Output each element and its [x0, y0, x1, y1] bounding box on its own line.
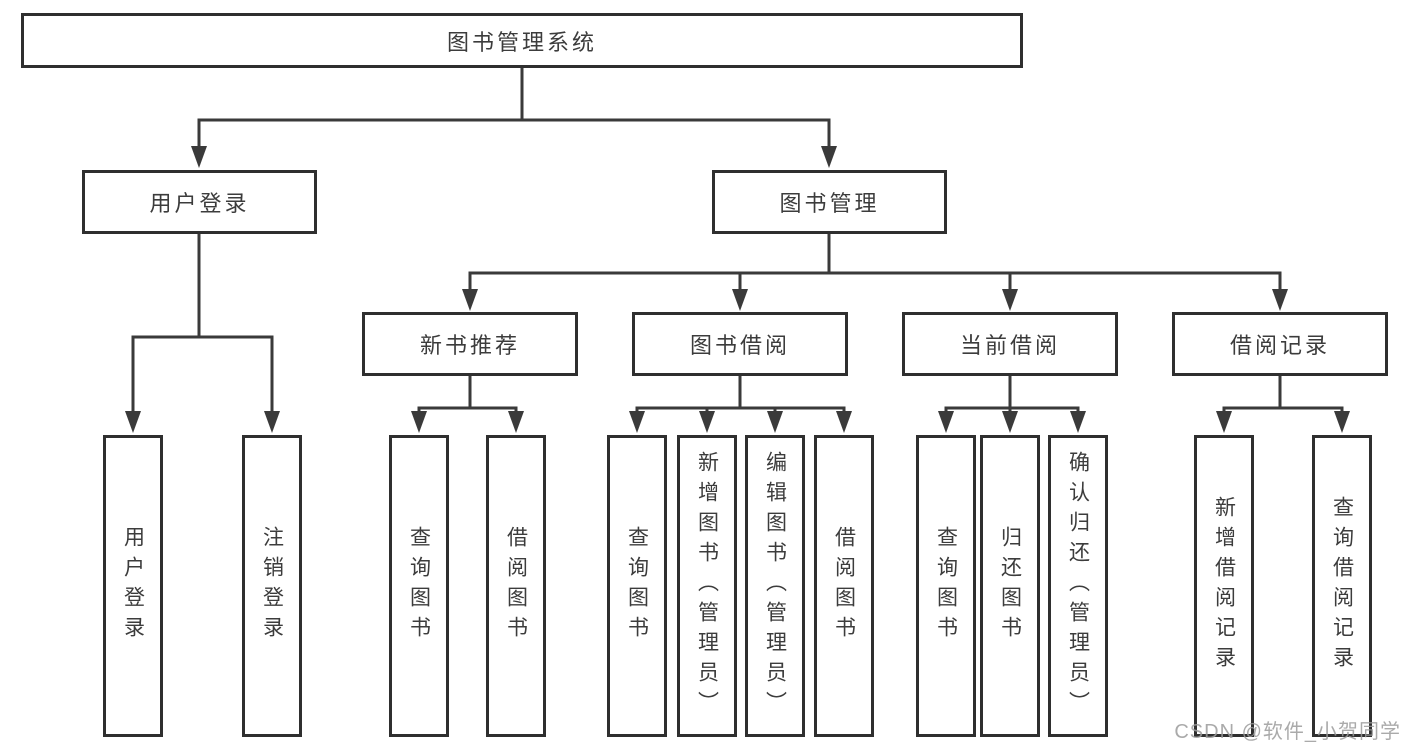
leaf-user-login-label: 用户登录: [121, 526, 145, 646]
connector-book-borrow-to-leaves: [629, 376, 852, 433]
node-book-mgmt: 图书管理: [712, 170, 947, 234]
node-book-mgmt-label: 图书管理: [779, 191, 880, 216]
leaf-bb-edit-books-admin: 编辑图书（管理员）: [745, 435, 805, 737]
leaf-bb-borrow-books-label: 借阅图书: [832, 526, 856, 646]
leaf-cb-query-books-label: 查询图书: [934, 526, 958, 646]
connector-book-mgmt-to-level3: [462, 234, 1288, 311]
leaf-cb-confirm-return-admin: 确认归还（管理员）: [1048, 435, 1108, 737]
leaf-cb-query-books: 查询图书: [916, 435, 976, 737]
node-user-login-label: 用户登录: [149, 191, 250, 216]
leaf-nbr-query-books-label: 查询图书: [407, 526, 431, 646]
node-current-borrow: 当前借阅: [902, 312, 1118, 376]
connector-current-borrow-to-leaves: [938, 376, 1086, 433]
leaf-bb-query-books: 查询图书: [607, 435, 667, 737]
node-new-book-rec: 新书推荐: [362, 312, 578, 376]
leaf-nbr-borrow-books-label: 借阅图书: [504, 526, 528, 646]
leaf-bb-borrow-books: 借阅图书: [814, 435, 874, 737]
leaf-logout-label: 注销登录: [260, 526, 284, 646]
node-borrow-record: 借阅记录: [1172, 312, 1388, 376]
leaf-bb-edit-books-admin-label: 编辑图书（管理员）: [763, 451, 787, 721]
leaf-br-add-record: 新增借阅记录: [1194, 435, 1254, 737]
node-new-book-rec-label: 新书推荐: [419, 333, 520, 358]
leaf-bb-add-books-admin: 新增图书（管理员）: [677, 435, 737, 737]
leaf-nbr-query-books: 查询图书: [389, 435, 449, 737]
leaf-nbr-borrow-books: 借阅图书: [486, 435, 546, 737]
node-root-label: 图书管理系统: [446, 29, 597, 55]
connector-borrow-record-to-leaves: [1216, 376, 1350, 433]
leaf-br-query-record: 查询借阅记录: [1312, 435, 1372, 737]
leaf-br-query-record-label: 查询借阅记录: [1330, 496, 1354, 676]
leaf-bb-add-books-admin-label: 新增图书（管理员）: [695, 451, 719, 721]
node-book-borrow-label: 图书借阅: [689, 333, 790, 358]
connector-root-to-level2: [191, 68, 837, 168]
watermark: CSDN @软件_小贺同学: [1174, 721, 1401, 743]
node-current-borrow-label: 当前借阅: [959, 333, 1060, 358]
leaf-cb-return-books-label: 归还图书: [998, 526, 1022, 646]
node-user-login: 用户登录: [82, 170, 317, 234]
node-root: 图书管理系统: [21, 13, 1023, 68]
connector-new-book-rec-to-leaves: [411, 376, 524, 433]
node-borrow-record-label: 借阅记录: [1229, 333, 1330, 358]
node-book-borrow: 图书借阅: [632, 312, 848, 376]
leaf-bb-query-books-label: 查询图书: [625, 526, 649, 646]
leaf-cb-return-books: 归还图书: [980, 435, 1040, 737]
leaf-user-login: 用户登录: [103, 435, 163, 737]
connector-user-login-to-leaves: [125, 233, 280, 433]
leaf-br-add-record-label: 新增借阅记录: [1212, 496, 1236, 676]
leaf-cb-confirm-return-admin-label: 确认归还（管理员）: [1066, 451, 1090, 721]
leaf-logout: 注销登录: [242, 435, 302, 737]
